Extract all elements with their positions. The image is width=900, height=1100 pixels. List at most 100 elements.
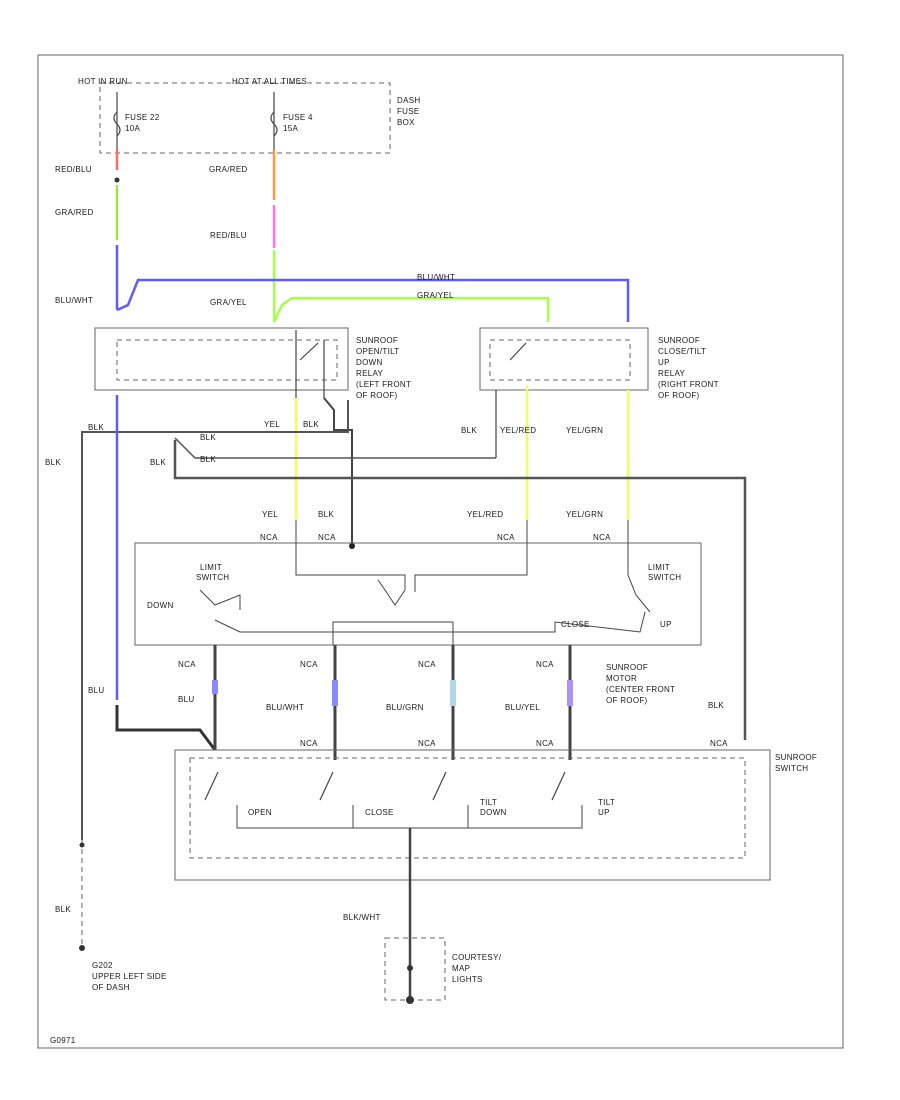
blue-left-wire: BLU (88, 395, 217, 751)
wire-blk-4-label: BLK (150, 458, 166, 467)
dash-label: DASH (397, 96, 420, 105)
wire-blu-wht-bus (116, 278, 630, 322)
switch-tilt-down-2: DOWN (480, 808, 507, 817)
wire-gra-red-2-label: GRA/RED (209, 165, 248, 174)
motor-label-3: (CENTER FRONT (606, 685, 675, 694)
hot-at-all-times-label: HOT AT ALL TIMES (232, 77, 307, 86)
courtesy-lights: COURTESY/ MAP LIGHTS (384, 937, 501, 1004)
nca-1: NCA (260, 533, 278, 542)
motor-label-1: SUNROOF (606, 663, 648, 672)
relay-output-wires: YEL BLK YEL/RED YEL/GRN BLK (264, 385, 630, 549)
limit-right-2: SWITCH (648, 573, 681, 582)
wire-yel-red-1-label: YEL/RED (500, 426, 536, 435)
ground-label-2: UPPER LEFT SIDE (92, 972, 167, 981)
wire-blk-2-label: BLK (200, 433, 216, 442)
relay-right-switch-arm (509, 342, 527, 361)
ground-wires: BLK BLK BLK BLK BLK BLK BLK G202 UPPER L… (45, 400, 747, 992)
wire-dark-to-switch (115, 705, 217, 751)
motor-down: DOWN (147, 601, 174, 610)
switch-open: OPEN (248, 808, 272, 817)
sunroof-motor: YEL BLK YEL/RED YEL/GRN NCA NCA NCA NCA … (134, 510, 702, 705)
switch-tilt-up-1: TILT (598, 798, 615, 807)
relay-right-label-5: (RIGHT FRONT (658, 380, 719, 389)
connector-blu (212, 680, 218, 694)
diagram-frame (37, 54, 844, 1049)
connector-blu-yel (567, 680, 573, 706)
relay-right-box (479, 327, 649, 391)
relay-left: SUNROOF OPEN/TILT DOWN RELAY (LEFT FRONT… (94, 327, 411, 400)
wire-blk-bus (173, 440, 747, 740)
hot-in-run-label: HOT IN RUN (78, 77, 128, 86)
wire-gra-yel-top-label: GRA/YEL (417, 291, 454, 300)
wire-blu-wht-m-label: BLU/WHT (266, 703, 304, 712)
wire-blk-right-label: BLK (708, 701, 724, 710)
wire-yel-1-label: YEL (264, 420, 280, 429)
relay-right-label-3: UP (658, 358, 670, 367)
switch-arm-3 (432, 771, 447, 801)
fuse-box: HOT IN RUN HOT AT ALL TIMES FUSE 22 10A … (78, 77, 420, 154)
relay-right: SUNROOF CLOSE/TILT UP RELAY (RIGHT FRONT… (479, 327, 719, 400)
wire-gra-yel-left-label: GRA/YEL (210, 298, 247, 307)
splice-dot (349, 543, 355, 549)
motor-internal-right (414, 520, 528, 592)
wire-blu-grn-m-label: BLU/GRN (386, 703, 424, 712)
nca-12: NCA (710, 739, 728, 748)
relay-left-box (94, 327, 349, 391)
fuse-22-symbol (113, 111, 121, 137)
fuse-4-label: FUSE 4 (283, 113, 313, 122)
wire-gra-red-1-label: GRA/RED (55, 208, 94, 217)
wire-blk-wht-label: BLK/WHT (343, 913, 381, 922)
nca-6: NCA (300, 660, 318, 669)
wire-red-blu-2-label: RED/BLU (210, 231, 247, 240)
wire-blk-to-relay (180, 400, 349, 433)
wire-blu-wht-top-label: BLU/WHT (417, 273, 455, 282)
wire-blk-left-label: BLK (45, 458, 61, 467)
nca-3: NCA (497, 533, 515, 542)
switch-close: CLOSE (365, 808, 394, 817)
figure-id: G0971 (50, 1036, 76, 1045)
switch-outer (174, 749, 771, 881)
courtesy-label-2: MAP (452, 964, 470, 973)
switch-arm-1 (204, 771, 219, 801)
switch-tilt-up-2: UP (598, 808, 610, 817)
switch-tilt-down-1: TILT (480, 798, 497, 807)
motor-limit-right-arm (627, 520, 651, 613)
relay-right-label-4: RELAY (658, 369, 686, 378)
motor-internal-left (295, 520, 406, 606)
sunroof-switch: SUNROOF SWITCH OPEN CLOSE TILT DOWN TILT… (174, 749, 817, 1000)
power-wires: RED/BLU GRA/RED GRA/RED RED/BLU BLU/WHT … (55, 150, 630, 323)
relay-right-label-2: CLOSE/TILT (658, 347, 706, 356)
nca-10: NCA (536, 660, 554, 669)
box-label: BOX (397, 118, 415, 127)
switch-inner (189, 757, 746, 859)
nca-2: NCA (318, 533, 336, 542)
courtesy-label-3: LIGHTS (452, 975, 483, 984)
courtesy-box (384, 937, 446, 1001)
motor-pin-yel-red: YEL/RED (467, 510, 503, 519)
courtesy-ground (406, 996, 414, 1004)
fuse-22-amp: 10A (125, 124, 140, 133)
motor-internal-bus (214, 611, 646, 633)
limit-left-1: LIMIT (200, 563, 222, 572)
motor-pin-blk: BLK (318, 510, 334, 519)
wire-blu-2-label: BLU (178, 695, 194, 704)
relay-right-label-1: SUNROOF (658, 336, 700, 345)
nca-11: NCA (536, 739, 554, 748)
nca-8: NCA (418, 660, 436, 669)
motor-pin-yel: YEL (262, 510, 278, 519)
nca-4: NCA (593, 533, 611, 542)
wire-gra-yel-bus (272, 296, 550, 323)
motor-label-2: MOTOR (606, 674, 637, 683)
switch-arm-4 (551, 771, 566, 801)
connector-dot (114, 177, 120, 183)
relay-right-label-6: OF ROOF) (658, 391, 700, 400)
wire-blk-5-label: BLK (303, 420, 319, 429)
relay-left-switch-arm (299, 342, 319, 361)
relay-right-inner (489, 339, 631, 381)
wire-blk-6-label: BLK (461, 426, 477, 435)
limit-left-2: SWITCH (196, 573, 229, 582)
nca-5: NCA (178, 660, 196, 669)
motor-limit-left-arm (199, 589, 241, 610)
switch-label-1: SUNROOF (775, 753, 817, 762)
